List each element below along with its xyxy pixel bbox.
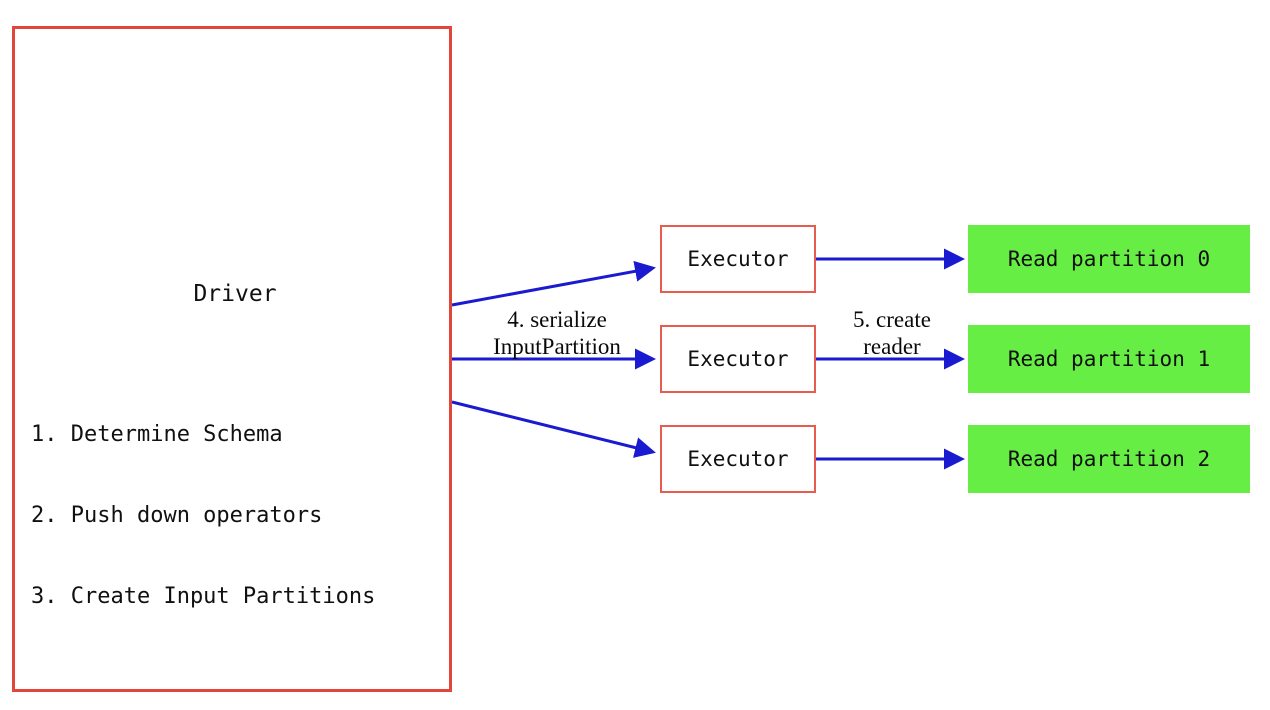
executor-label-2: Executor [687,447,789,471]
edge-label-serialize-line-1: 4. serialize [507,307,607,332]
driver-step-1: 1. Determine Schema [31,422,283,447]
driver-box[interactable]: Driver 1. Determine Schema 2. Push down … [12,26,452,692]
driver-step-3: 3. Create Input Partitions [31,584,376,609]
partition-box-2[interactable]: Read partition 2 [968,425,1250,493]
edge-label-create-reader: 5. create reader [822,306,962,360]
partition-box-1[interactable]: Read partition 1 [968,325,1250,393]
partition-label-1: Read partition 1 [1007,347,1211,371]
arrow-driver-to-executor-0 [451,260,656,307]
partition-box-0[interactable]: Read partition 0 [968,225,1250,293]
partition-label-0: Read partition 0 [1007,247,1211,271]
executor-label-1: Executor [687,347,789,371]
arrow-driver-to-executor-2 [451,400,656,458]
driver-steps-list: 1. Determine Schema 2. Push down operato… [31,367,375,664]
executor-box-0[interactable]: Executor [660,225,816,293]
partition-label-2: Read partition 2 [1007,447,1211,471]
edge-label-create-reader-line-2: reader [863,334,921,359]
executor-box-2[interactable]: Executor [660,425,816,493]
driver-title: Driver [193,281,277,307]
edge-label-create-reader-line-1: 5. create [853,307,931,332]
executor-box-1[interactable]: Executor [660,325,816,393]
edge-label-serialize: 4. serialize InputPartition [457,306,657,360]
driver-step-2: 2. Push down operators [31,503,323,528]
edge-label-serialize-line-2: InputPartition [493,334,621,359]
executor-label-0: Executor [687,247,789,271]
